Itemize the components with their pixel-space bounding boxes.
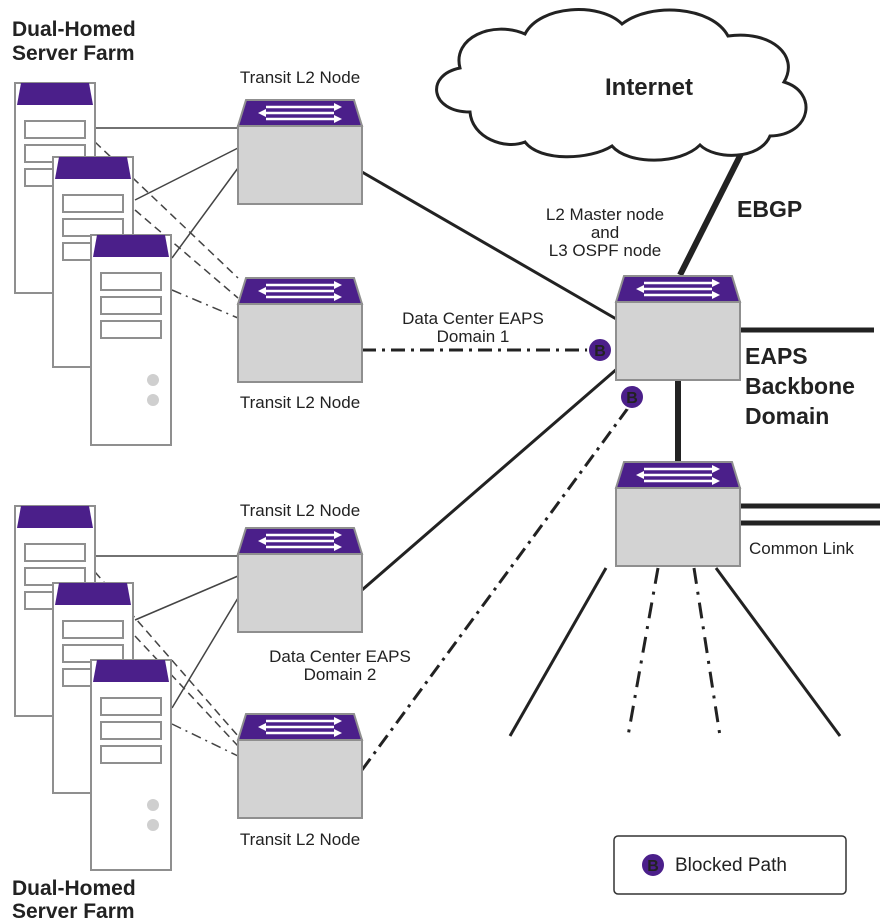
blocked-badge-icon: B (640, 852, 666, 878)
switch-icon (236, 712, 364, 820)
switch-icon (236, 526, 364, 634)
common-link-label: Common Link (749, 539, 854, 558)
transit-node-label: Transit L2 Node (240, 830, 360, 849)
server-farm-top (14, 82, 172, 446)
dc-domain1-label-line2: Domain 1 (437, 327, 510, 346)
blocked-badge-icon: B (619, 384, 645, 410)
server-icon (90, 234, 172, 446)
backbone-label-line2: Backbone (745, 373, 855, 399)
master-node-label-line2: and (591, 223, 619, 242)
connection-lines (94, 127, 880, 771)
transit-node-label: Transit L2 Node (240, 393, 360, 412)
blocked-badge-letter: B (594, 343, 606, 360)
dc-domain2-label-line2: Domain 2 (304, 665, 377, 684)
switch-icon (614, 274, 742, 382)
master-node-label-line3: L3 OSPF node (549, 241, 661, 260)
internet-cloud-icon (435, 8, 808, 162)
internet-label: Internet (605, 74, 693, 101)
transit-node-label: Transit L2 Node (240, 68, 360, 87)
ebgp-label: EBGP (737, 196, 802, 222)
backbone-label-line3: Domain (745, 403, 829, 429)
dc-domain1-label-line1: Data Center EAPS (402, 309, 544, 328)
legend-text: Blocked Path (675, 855, 787, 876)
farm-bottom-title-line1: Dual-Homed (12, 877, 136, 900)
blocked-badge-letter: B (647, 858, 659, 875)
farm-top-title-line1: Dual-Homed (12, 18, 136, 41)
master-node-label-line1: L2 Master node (546, 205, 664, 224)
switch-icon (236, 98, 364, 206)
transit-node-label: Transit L2 Node (240, 501, 360, 520)
backbone-label-line1: EAPS (745, 343, 808, 369)
blocked-badge-icon: B (587, 337, 613, 363)
switch-icon (614, 460, 742, 568)
legend: B Blocked Path (613, 835, 847, 895)
switch-icon (236, 276, 364, 384)
dc-domain2-label-line1: Data Center EAPS (269, 647, 411, 666)
blocked-badge-letter: B (626, 390, 638, 407)
server-farm-bottom (14, 505, 172, 871)
farm-bottom-title-line2: Server Farm (12, 900, 135, 922)
server-icon (90, 659, 172, 871)
farm-top-title-line2: Server Farm (12, 42, 135, 65)
